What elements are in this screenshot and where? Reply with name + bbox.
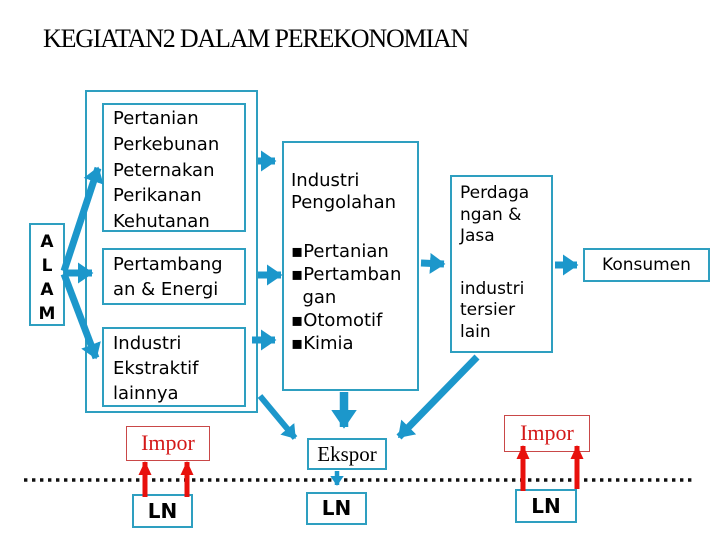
tertiary-sector-box: Perdaga ngan & Jasa industri tersier lai… xyxy=(450,175,553,353)
ln-center-box: LN xyxy=(306,492,367,525)
impor-right-box: Impor xyxy=(504,415,590,452)
ln-right-box: LN xyxy=(515,489,577,523)
arrow-primary-group-to-ekspor xyxy=(257,394,298,440)
impor-left-box: Impor xyxy=(126,426,210,461)
agriculture-box: Pertanian Perkebunan Peternakan Perikana… xyxy=(102,103,246,232)
processing-industry-bullet-list: ▪Pertanian ▪Pertamban gan ▪Otomotif ▪Kim… xyxy=(291,241,402,354)
processing-industry-box: Industri Pengolahan ▪Pertanian ▪Pertamba… xyxy=(282,141,419,391)
ln-left-box: LN xyxy=(132,494,193,528)
extractive-industry-box: Industri Ekstraktif lainnya xyxy=(102,327,246,407)
arrow-processing-to-tertiary xyxy=(420,252,446,274)
mining-energy-box: Pertambang an & Energi xyxy=(102,248,246,305)
konsumen-box: Konsumen xyxy=(583,248,710,282)
tertiary-sector-bottom-lines: industri tersier lain xyxy=(460,278,525,342)
alam-box: A L A M xyxy=(29,223,65,326)
processing-industry-heading: Industri Pengolahan xyxy=(291,170,397,213)
tertiary-sector-top-lines: Perdaga ngan & Jasa xyxy=(460,183,530,246)
slide-title: KEGIATAN2 DALAM PEREKONOMIAN xyxy=(43,24,469,53)
ekspor-box: Ekspor xyxy=(307,438,387,470)
